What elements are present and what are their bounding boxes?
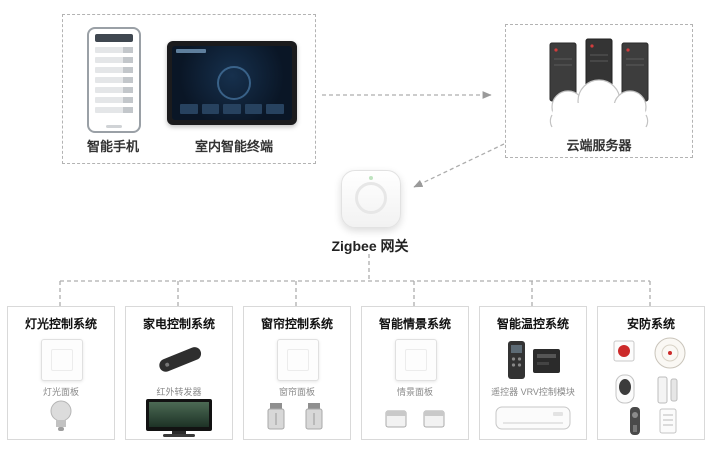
device-caption: 遥控器 VRV控制模块 <box>491 387 575 397</box>
light-panel-icon <box>41 339 83 381</box>
device-caption: 灯光面板 <box>42 387 79 397</box>
system-box-scene: 智能情景系统 情景面板 <box>361 306 469 440</box>
cloud-server-label: 云端服务器 <box>566 138 632 153</box>
remote-and-vrv-module-icon <box>508 341 560 379</box>
smoke-detector-icon <box>654 337 686 369</box>
light-bulb-icon <box>50 400 72 431</box>
device-caption: 窗帘面板 <box>278 387 315 397</box>
motion-sensor-icon <box>615 374 635 404</box>
phone-home-button <box>106 125 122 128</box>
zigbee-gateway-label: Zigbee 网关 <box>331 238 409 254</box>
indoor-terminal-label: 室内智能终端 <box>194 139 273 154</box>
system-box-curtain: 窗帘控制系统 窗帘面板 <box>243 306 351 440</box>
keypad-sensor-icon <box>659 408 677 434</box>
system-title: 安防系统 <box>626 317 675 331</box>
scene-panel-icon <box>395 339 437 381</box>
tv-icon <box>146 399 212 437</box>
cloud-servers-icon <box>549 38 649 128</box>
arrow-cloud-to-gateway <box>413 143 505 188</box>
security-devices-icons <box>613 337 686 435</box>
gateway-status-led <box>369 176 373 180</box>
system-title: 智能情景系统 <box>378 317 451 331</box>
scene-module-icons <box>385 410 445 428</box>
client-devices-group: 智能手机 室内智能终端 <box>62 14 316 164</box>
gateway-ring <box>355 182 387 214</box>
cloud-server-group: 云端服务器 <box>505 24 693 158</box>
system-title: 灯光控制系统 <box>24 317 97 331</box>
system-title: 智能温控系统 <box>496 317 569 331</box>
system-box-security: 安防系统 <box>597 306 705 440</box>
zigbee-gateway-icon <box>341 170 401 228</box>
device-caption: 红外转发器 <box>156 387 202 397</box>
system-title: 家电控制系统 <box>142 317 215 331</box>
smartphone-label: 智能手机 <box>86 139 139 154</box>
panic-button-icon <box>613 340 635 362</box>
curtain-motor-icons <box>267 403 323 430</box>
ir-transmitter-icon <box>159 347 202 372</box>
phone-statusbar <box>95 34 133 42</box>
door-lock-icon <box>630 407 640 435</box>
door-contact-icon <box>657 376 678 404</box>
system-title: 窗帘控制系统 <box>260 317 333 331</box>
system-box-appliance: 家电控制系统 红外转发器 <box>125 306 233 440</box>
curtain-panel-icon <box>277 339 319 381</box>
system-box-lighting: 灯光控制系统 灯光面板 <box>7 306 115 440</box>
system-box-climate: 智能温控系统 遥控器 VRV控制模块 <box>479 306 587 440</box>
air-conditioner-icon <box>495 406 571 430</box>
smartphone-icon <box>87 27 141 133</box>
tablet-icon <box>167 41 297 125</box>
device-caption: 情景面板 <box>396 387 433 397</box>
tablet-screen <box>172 46 292 120</box>
